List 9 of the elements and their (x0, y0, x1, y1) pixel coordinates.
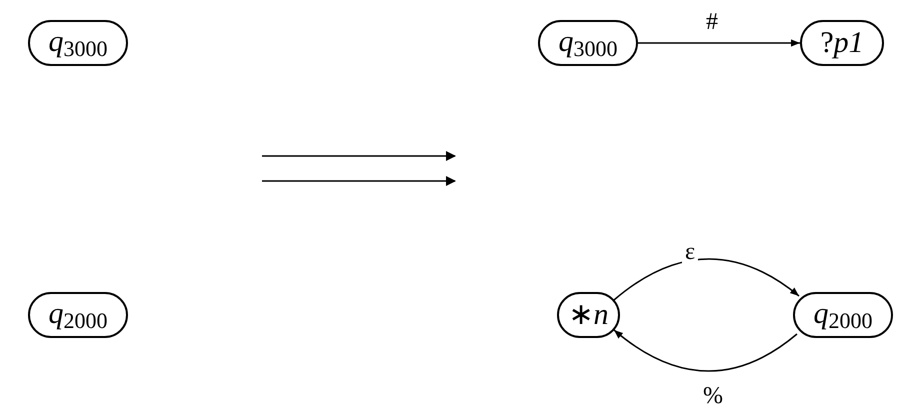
state-node: ?p1 (800, 20, 884, 66)
state-node: q$_{2000}$ (28, 292, 128, 338)
arrow (614, 329, 798, 372)
state-node: ∗n (557, 292, 620, 338)
state-node: q$_{3000}$ (538, 20, 638, 66)
state-node: q$_{3000}$ (28, 20, 128, 66)
state-node: q$_{2000}$ (793, 292, 893, 338)
arrow (614, 258, 800, 301)
arrow (638, 39, 800, 47)
